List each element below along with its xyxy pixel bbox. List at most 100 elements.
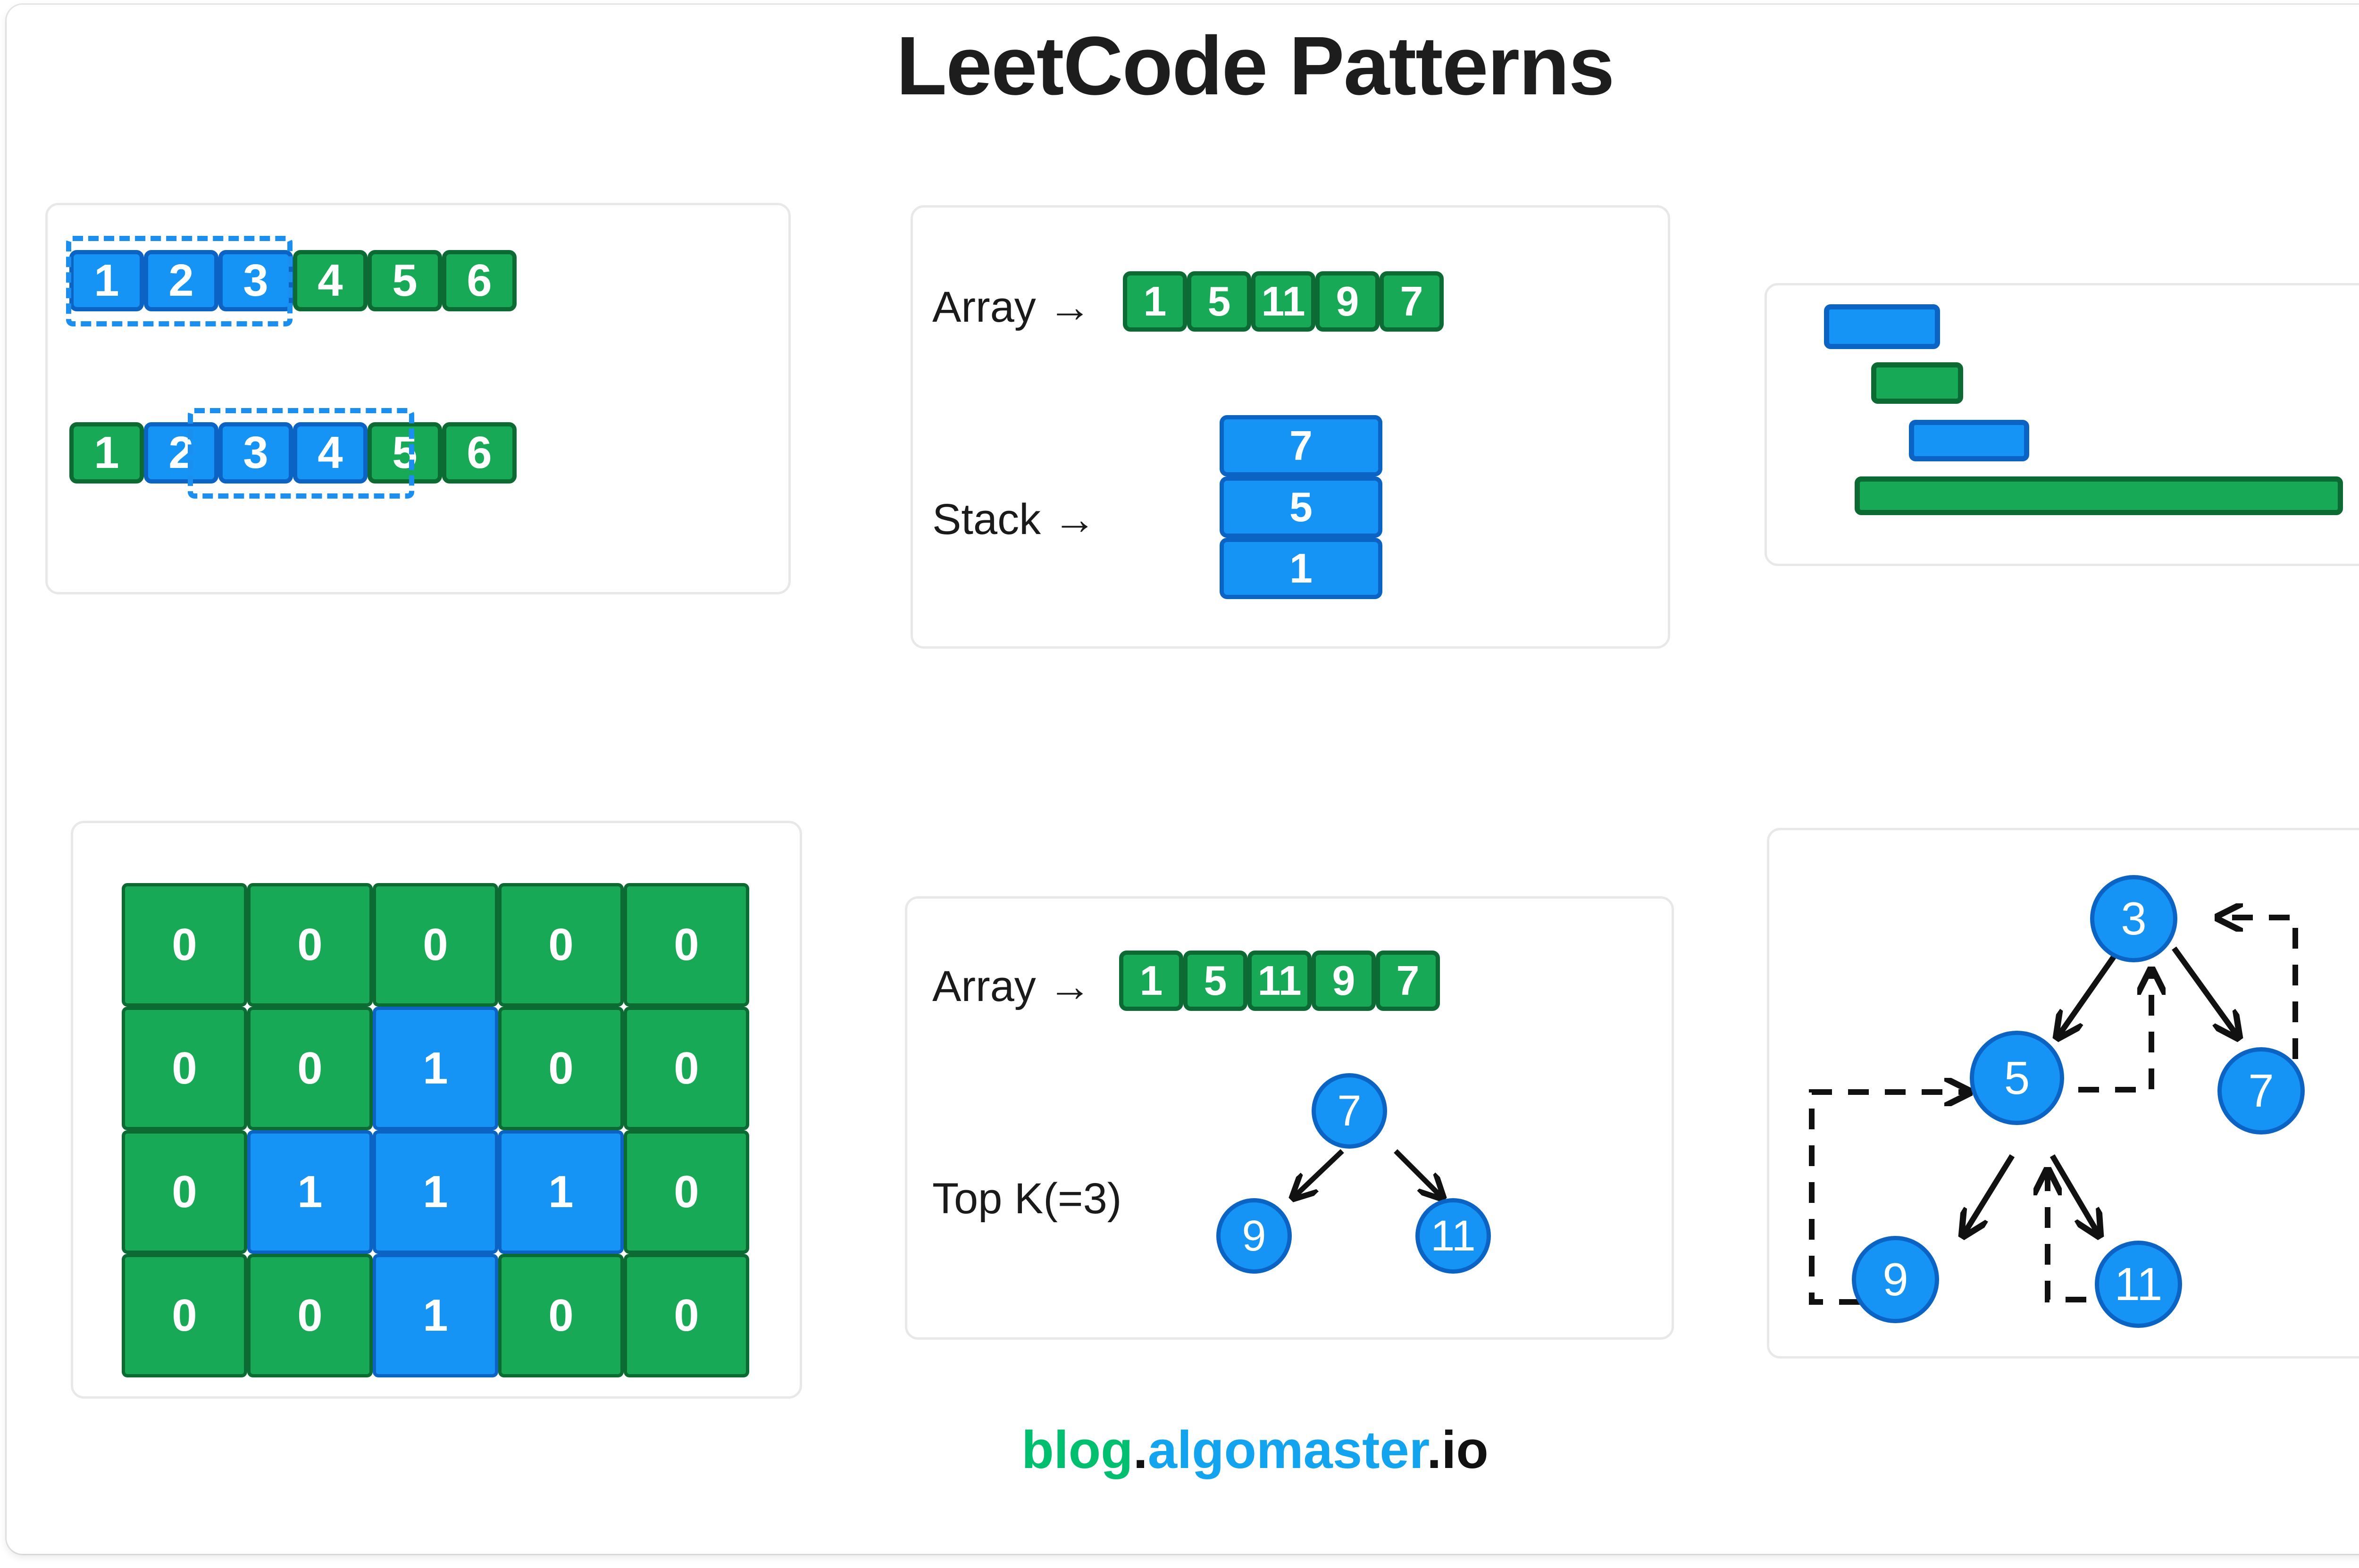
mx-r4-c5: 0 bbox=[624, 1254, 749, 1377]
cell-value: 5 bbox=[1207, 278, 1231, 325]
node-value: 7 bbox=[2248, 1065, 2274, 1117]
footer-dot-2: . bbox=[1427, 1420, 1442, 1479]
mx-r4-c3: 1 bbox=[373, 1254, 498, 1377]
cell-value: 1 bbox=[94, 255, 119, 306]
cell-value: 11 bbox=[1261, 278, 1305, 325]
cell-value: 7 bbox=[1289, 422, 1313, 469]
cell-value: 0 bbox=[172, 1167, 197, 1217]
cell-value: 5 bbox=[1204, 957, 1227, 1004]
node-value: 11 bbox=[2114, 1258, 2163, 1310]
mx-r3-c5: 0 bbox=[624, 1130, 749, 1254]
cell-value: 0 bbox=[674, 1167, 699, 1217]
topk-node-11: 11 bbox=[1415, 1198, 1491, 1274]
cell-value: 4 bbox=[318, 255, 343, 306]
cell-value: 0 bbox=[172, 1043, 197, 1093]
cell-value: 0 bbox=[297, 919, 323, 970]
cell-value: 5 bbox=[392, 427, 418, 478]
tree-node-7: 7 bbox=[2217, 1047, 2305, 1134]
mx-r1-c2: 0 bbox=[247, 883, 373, 1007]
sw-r1-c5: 5 bbox=[368, 250, 442, 311]
ms-stack-1: 5 bbox=[1220, 476, 1382, 538]
node-value: 9 bbox=[1242, 1211, 1266, 1260]
cell-value: 2 bbox=[168, 255, 194, 306]
topk-node-9: 9 bbox=[1216, 1198, 1292, 1274]
sw-r1-c6: 6 bbox=[442, 250, 517, 311]
mx-r3-c1: 0 bbox=[122, 1130, 247, 1254]
mx-r2-c3: 1 bbox=[373, 1007, 498, 1130]
cell-value: 7 bbox=[1400, 278, 1423, 325]
topk-label: Top K(=3) bbox=[932, 1175, 1122, 1223]
tk-arr-3: 9 bbox=[1312, 951, 1376, 1011]
stack-label: Stack → bbox=[932, 495, 1096, 543]
node-value: 3 bbox=[2121, 892, 2147, 944]
cell-value: 0 bbox=[172, 919, 197, 970]
interval-bar-2 bbox=[1871, 362, 1963, 404]
interval-bar-1 bbox=[1824, 304, 1940, 349]
tk-arr-0: 1 bbox=[1119, 951, 1183, 1011]
cell-value: 0 bbox=[674, 919, 699, 970]
cell-value: 0 bbox=[674, 1043, 699, 1093]
mx-r4-c1: 0 bbox=[122, 1254, 247, 1377]
footer-brand: blog.algomaster.io bbox=[0, 1424, 2359, 1476]
cell-value: 1 bbox=[423, 1167, 448, 1217]
cell-value: 1 bbox=[1289, 545, 1313, 592]
sw-r2-c1: 1 bbox=[69, 422, 144, 484]
mx-r1-c5: 0 bbox=[624, 883, 749, 1007]
tree-node-11: 11 bbox=[2095, 1241, 2182, 1328]
ms-arr-1: 5 bbox=[1187, 271, 1251, 332]
array-label-topk: Array → bbox=[932, 962, 1092, 1010]
cell-value: 1 bbox=[1139, 957, 1163, 1004]
cell-value: 0 bbox=[674, 1290, 699, 1341]
interval-bar-3 bbox=[1909, 420, 2029, 461]
mx-r2-c2: 0 bbox=[247, 1007, 373, 1130]
cell-value: 0 bbox=[297, 1290, 323, 1341]
cell-value: 7 bbox=[1396, 957, 1420, 1004]
cell-value: 11 bbox=[1257, 957, 1302, 1004]
cell-value: 1 bbox=[94, 427, 119, 478]
cell-value: 4 bbox=[318, 427, 343, 478]
cell-value: 9 bbox=[1336, 278, 1359, 325]
sw-r1-c4: 4 bbox=[293, 250, 368, 311]
mx-r2-c4: 0 bbox=[498, 1007, 624, 1130]
topk-node-7: 7 bbox=[1312, 1073, 1387, 1149]
node-value: 5 bbox=[2004, 1051, 2030, 1104]
ms-arr-3: 9 bbox=[1315, 271, 1380, 332]
cell-value: 6 bbox=[467, 427, 492, 478]
cell-value: 1 bbox=[423, 1290, 448, 1341]
cell-value: 0 bbox=[548, 919, 574, 970]
mx-r1-c1: 0 bbox=[122, 883, 247, 1007]
sw-r2-c3: 3 bbox=[218, 422, 293, 484]
cell-value: 9 bbox=[1332, 957, 1355, 1004]
sw-r2-c6: 6 bbox=[442, 422, 517, 484]
sw-r1-c3: 3 bbox=[218, 250, 293, 311]
cell-value: 0 bbox=[423, 919, 448, 970]
tree-node-9: 9 bbox=[1852, 1236, 1939, 1323]
cell-value: 1 bbox=[423, 1043, 448, 1093]
cell-value: 1 bbox=[1143, 278, 1167, 325]
mx-r2-c5: 0 bbox=[624, 1007, 749, 1130]
mx-r2-c1: 0 bbox=[122, 1007, 247, 1130]
sw-r2-c5: 5 bbox=[368, 422, 442, 484]
footer-dot-1: . bbox=[1133, 1420, 1148, 1479]
sw-r2-c2: 2 bbox=[144, 422, 218, 484]
tk-arr-4: 7 bbox=[1376, 951, 1440, 1011]
ms-arr-0: 1 bbox=[1123, 271, 1187, 332]
cell-value: 5 bbox=[392, 255, 418, 306]
ms-stack-0: 7 bbox=[1220, 415, 1382, 476]
ms-stack-2: 1 bbox=[1220, 538, 1382, 599]
sw-r1-c1: 1 bbox=[69, 250, 144, 311]
mx-r3-c2: 1 bbox=[247, 1130, 373, 1254]
ms-arr-2: 11 bbox=[1251, 271, 1315, 332]
footer-io: io bbox=[1441, 1420, 1489, 1479]
ms-arr-4: 7 bbox=[1380, 271, 1444, 332]
tree-node-3: 3 bbox=[2090, 875, 2177, 962]
mx-r1-c3: 0 bbox=[373, 883, 498, 1007]
cell-value: 0 bbox=[548, 1290, 574, 1341]
cell-value: 1 bbox=[297, 1167, 323, 1217]
footer-blog: blog bbox=[1021, 1420, 1133, 1479]
page-title: LeetCode Patterns bbox=[896, 20, 1614, 112]
footer-algomaster: algomaster bbox=[1147, 1420, 1427, 1479]
cell-value: 0 bbox=[172, 1290, 197, 1341]
mx-r3-c3: 1 bbox=[373, 1130, 498, 1254]
